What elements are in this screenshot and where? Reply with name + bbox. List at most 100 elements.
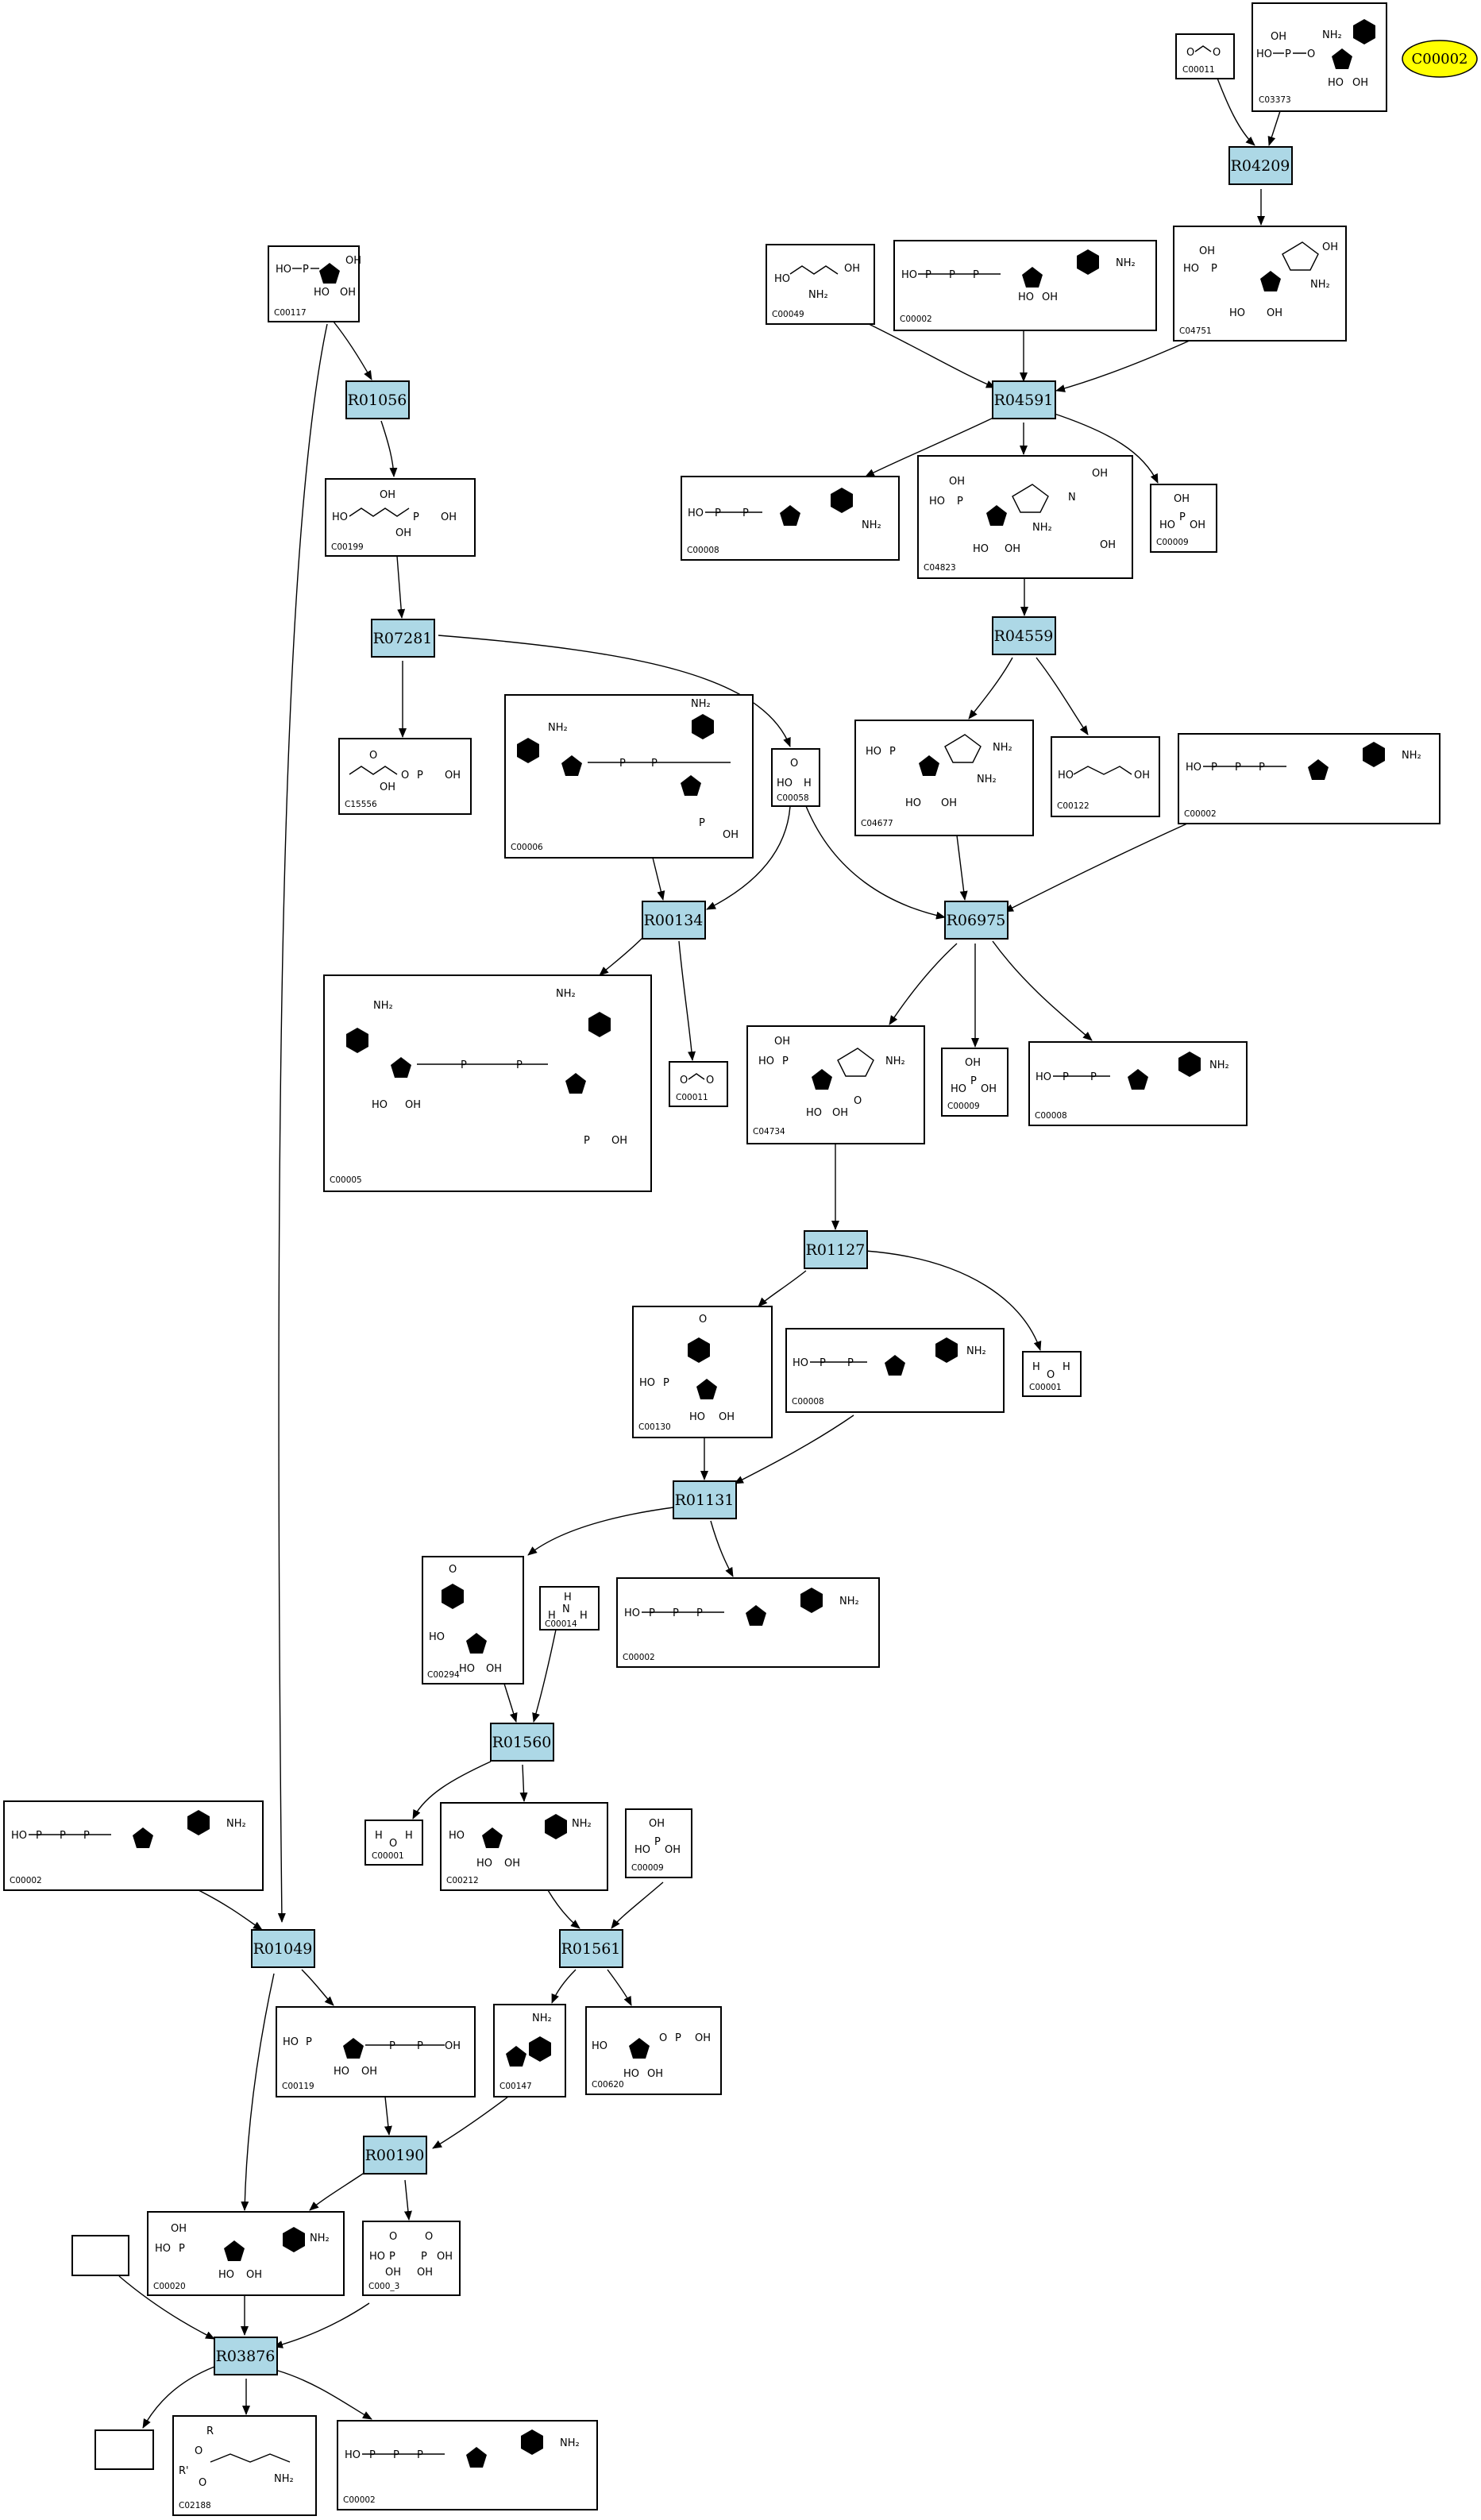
atom-label: P: [306, 2036, 312, 2048]
atom-label: NH₂: [885, 1055, 905, 1067]
atom-label: N: [562, 1603, 570, 1615]
atom-label: HO: [332, 511, 348, 523]
compound-c00008-b[interactable]: HO P P NH₂ C00008: [1028, 1041, 1248, 1126]
reaction-r03876[interactable]: R03876: [214, 2337, 278, 2375]
compound-c03373[interactable]: OH HO P O NH₂ HO OH C03373: [1252, 2, 1387, 112]
atom-label: OH: [486, 1663, 502, 1675]
atom-label: O: [449, 1564, 457, 1576]
reaction-r04591[interactable]: R04591: [992, 380, 1056, 419]
atom-label: HO: [973, 543, 989, 555]
compound-c00119[interactable]: HO P P P OH HO OH C00119: [276, 2006, 476, 2097]
atom-label: H: [548, 1610, 556, 1622]
compound-c00013[interactable]: O O HO P P OH OH OH C000_3: [362, 2221, 461, 2296]
reaction-r00190[interactable]: R00190: [363, 2136, 427, 2175]
compound-c02188[interactable]: R O R' O NH₂ C02188: [172, 2415, 317, 2516]
atom-label: P: [461, 1059, 467, 1071]
compound-c15556[interactable]: O OH O P OH C15556: [338, 738, 472, 815]
compound-c00002-d[interactable]: HO P P P NH₂ C00002: [3, 1800, 264, 1891]
reaction-r04209[interactable]: R04209: [1228, 146, 1293, 185]
atom-label: P: [83, 1830, 90, 1842]
atom-label: HO: [283, 2036, 299, 2048]
compound-c00009-c[interactable]: OH P OH HO C00009: [625, 1808, 692, 1878]
compound-c04823[interactable]: OH HO P N OH OH NH₂ HO OH C04823: [917, 455, 1133, 579]
compound-c00002-a[interactable]: HO P P P NH₂ HO OH C00002: [893, 240, 1157, 331]
edge-r00134-c00011b: [678, 940, 696, 1061]
edge-r04559-c00122: [1036, 657, 1089, 735]
atom-label: HO: [793, 1357, 808, 1369]
compound-c00011-b[interactable]: O O C00011: [669, 1061, 728, 1107]
atom-label: OH: [171, 2223, 187, 2235]
atom-label: P: [421, 2251, 427, 2263]
reaction-r01056[interactable]: R01056: [345, 380, 410, 419]
compound-c00002-c[interactable]: HO P P P NH₂ C00002: [616, 1577, 880, 1668]
reaction-r01127[interactable]: R01127: [804, 1230, 868, 1269]
reaction-label: R01131: [675, 1492, 735, 1509]
compound-c00001-b[interactable]: H O H C00001: [364, 1820, 423, 1866]
edge-c04751-r04591: [1055, 339, 1192, 392]
compound-c00212[interactable]: HO NH₂ HO OH C00212: [440, 1802, 608, 1891]
atom-label: H: [804, 778, 812, 789]
compound-c00011-a[interactable]: O O C00011: [1175, 33, 1235, 79]
compound-c00014[interactable]: H N H H C00014: [539, 1586, 600, 1630]
reaction-r00134[interactable]: R00134: [642, 901, 706, 940]
atom-label: OH: [719, 1411, 735, 1423]
compound-c00020[interactable]: OH HO P NH₂ HO OH C00020: [147, 2211, 345, 2296]
compound-c00294[interactable]: O HO HO OH C00294: [422, 1556, 524, 1685]
reaction-label: R07281: [373, 630, 433, 647]
compound-c04677[interactable]: HO P NH₂ NH₂ HO OH C04677: [854, 720, 1034, 836]
atom-label: OH: [647, 2068, 663, 2080]
atom-label: O: [1213, 47, 1221, 59]
atom-label: P: [654, 1836, 661, 1848]
start-node-c00002[interactable]: C00002: [1402, 40, 1478, 78]
edge-empty-r03876: [118, 2275, 215, 2340]
reaction-r01560[interactable]: R01560: [490, 1723, 554, 1762]
compound-c00002-e[interactable]: HO P P P NH₂ C00002: [337, 2420, 598, 2510]
atom-label: OH: [405, 1099, 421, 1111]
atom-label: P: [1211, 762, 1217, 774]
edge-r01131-c00002c: [710, 1520, 734, 1577]
edge-c00002d-r01049: [198, 1889, 263, 1931]
compound-c00009-b[interactable]: OH P OH HO C00009: [941, 1048, 1009, 1117]
compound-c00009-a[interactable]: OH P OH HO C00009: [1150, 484, 1217, 553]
atom-label: NH₂: [532, 2013, 552, 2024]
atom-label: P: [957, 496, 963, 507]
reaction-r01561[interactable]: R01561: [559, 1929, 623, 1968]
compound-c00199[interactable]: HO OH OH P OH C00199: [325, 478, 476, 557]
compound-c00117[interactable]: HO P OH HO OH C00117: [268, 245, 361, 322]
compound-c00008-a[interactable]: HO P P NH₂ C00008: [681, 476, 900, 561]
atom-label: P: [715, 507, 721, 519]
atom-label: HO: [369, 2251, 385, 2263]
reaction-r06975[interactable]: R06975: [944, 901, 1009, 940]
reaction-r01049[interactable]: R01049: [251, 1929, 315, 1968]
reaction-r01131[interactable]: R01131: [673, 1480, 737, 1519]
reaction-r04559[interactable]: R04559: [992, 616, 1056, 655]
compound-c00130[interactable]: O HO P HO OH C00130: [632, 1306, 773, 1438]
compound-c04734[interactable]: OH HO P NH₂ O HO OH C04734: [746, 1025, 925, 1144]
compound-c00005[interactable]: NH₂ P P NH₂ P OH HO OH C00005: [323, 974, 652, 1192]
atom-label: O: [389, 2231, 397, 2243]
atom-label: P: [673, 1607, 679, 1619]
compound-id: C04734: [753, 1127, 785, 1137]
compound-empty-b[interactable]: [94, 2429, 154, 2470]
edge-c00008c-r01131: [734, 1414, 854, 1484]
atom-label: OH: [246, 2269, 262, 2281]
compound-c00002-b[interactable]: HO P P P NH₂ C00002: [1178, 733, 1441, 824]
compound-empty-a[interactable]: [71, 2235, 129, 2276]
compound-c00001-a[interactable]: H O H C00001: [1022, 1351, 1082, 1397]
atp-structure: HO P P P NH₂: [345, 2429, 580, 2468]
compound-c04751[interactable]: OH HO P OH NH₂ HO OH C04751: [1173, 226, 1347, 342]
reaction-r07281[interactable]: R07281: [371, 619, 435, 658]
atom-label: P: [925, 269, 931, 281]
compound-c00049[interactable]: HO OH NH₂ C00049: [766, 244, 875, 325]
atom-label: OH: [1199, 245, 1215, 257]
compound-c00006[interactable]: NH₂ P P NH₂ P OH C00006: [504, 694, 754, 859]
compound-c00620[interactable]: HO O P OH HO OH C00620: [585, 2006, 722, 2095]
compound-id: C000_3: [368, 2282, 399, 2291]
atom-label: HO: [688, 507, 704, 519]
compound-c00008-c[interactable]: HO P P NH₂ C00008: [785, 1328, 1005, 1413]
atom-label: HO: [429, 1631, 445, 1643]
compound-c00058[interactable]: O HO H C00058: [771, 748, 820, 807]
atom-label: HO: [866, 746, 881, 758]
compound-c00147[interactable]: NH₂ C00147: [493, 2004, 566, 2097]
compound-c00122[interactable]: HO OH C00122: [1051, 736, 1160, 817]
